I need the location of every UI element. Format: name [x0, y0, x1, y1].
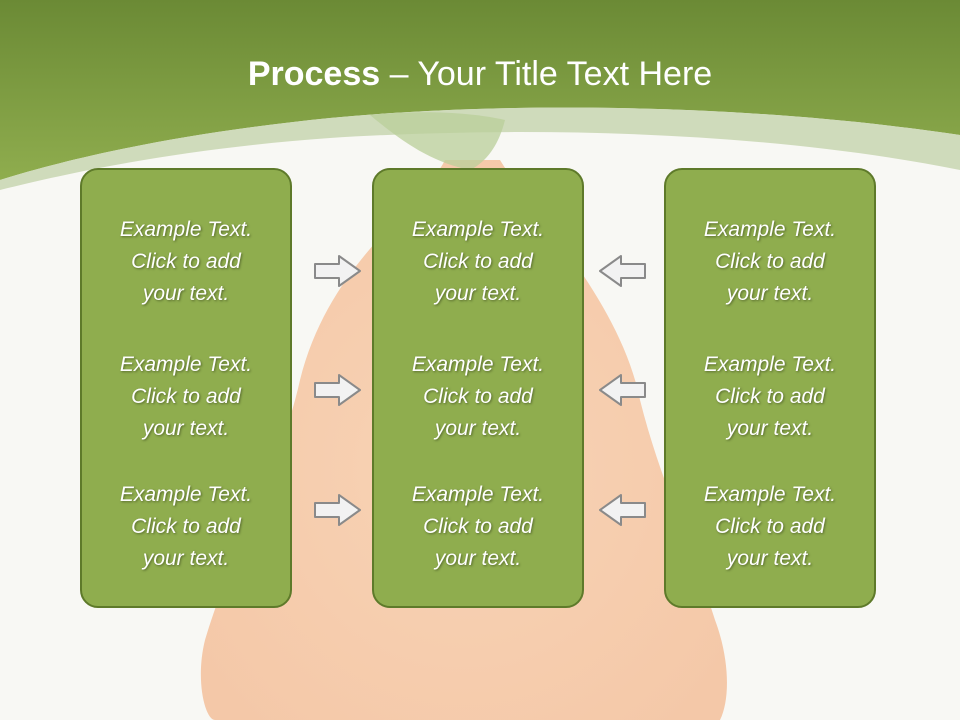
title-rest: – Your Title Text Here: [380, 55, 713, 93]
text-item[interactable]: Example Text. Click to add your text.: [374, 349, 582, 445]
text-line: Example Text.: [119, 218, 253, 241]
arrow-right-icon: [314, 255, 361, 287]
header-band: [0, 0, 960, 180]
text-line: your text.: [142, 547, 230, 570]
text-item[interactable]: Example Text. Click to add your text.: [666, 214, 874, 310]
text-line: Example Text.: [411, 218, 545, 241]
text-item[interactable]: Example Text. Click to add your text.: [666, 349, 874, 445]
left-box[interactable]: Example Text. Click to add your text. Ex…: [80, 168, 292, 608]
text-line: your text.: [142, 282, 230, 305]
text-line: Click to add: [423, 250, 533, 273]
text-item[interactable]: Example Text. Click to add your text.: [82, 214, 290, 310]
text-line: Example Text.: [411, 353, 545, 376]
right-box[interactable]: Example Text. Click to add your text. Ex…: [664, 168, 876, 608]
text-line: your text.: [434, 282, 522, 305]
text-line: your text.: [726, 547, 814, 570]
arrow-left-icon: [599, 255, 646, 287]
header-swoosh: [0, 107, 960, 190]
text-line: Example Text.: [119, 353, 253, 376]
arrow-right-icon: [314, 374, 361, 406]
text-line: Example Text.: [703, 483, 837, 506]
text-line: Click to add: [715, 515, 825, 538]
text-line: Example Text.: [411, 483, 545, 506]
text-line: your text.: [434, 547, 522, 570]
page-title[interactable]: Process – Your Title Text Here: [0, 52, 960, 96]
text-line: Click to add: [715, 250, 825, 273]
text-line: your text.: [142, 417, 230, 440]
arrow-left-icon: [599, 374, 646, 406]
text-line: Example Text.: [703, 353, 837, 376]
text-line: Click to add: [715, 385, 825, 408]
text-line: your text.: [726, 417, 814, 440]
text-line: Click to add: [131, 515, 241, 538]
text-line: Click to add: [131, 385, 241, 408]
middle-box[interactable]: Example Text. Click to add your text. Ex…: [372, 168, 584, 608]
text-line: Click to add: [131, 250, 241, 273]
text-line: your text.: [726, 282, 814, 305]
title-bold: Process: [247, 55, 381, 93]
leaf-shape: [370, 112, 505, 170]
text-item[interactable]: Example Text. Click to add your text.: [374, 214, 582, 310]
text-line: your text.: [434, 417, 522, 440]
arrow-right-icon: [314, 494, 361, 526]
text-item[interactable]: Example Text. Click to add your text.: [82, 349, 290, 445]
text-item[interactable]: Example Text. Click to add your text.: [82, 479, 290, 575]
text-line: Example Text.: [703, 218, 837, 241]
text-item[interactable]: Example Text. Click to add your text.: [374, 479, 582, 575]
text-item[interactable]: Example Text. Click to add your text.: [666, 479, 874, 575]
text-line: Example Text.: [119, 483, 253, 506]
arrow-left-icon: [599, 494, 646, 526]
text-line: Click to add: [423, 385, 533, 408]
text-line: Click to add: [423, 515, 533, 538]
